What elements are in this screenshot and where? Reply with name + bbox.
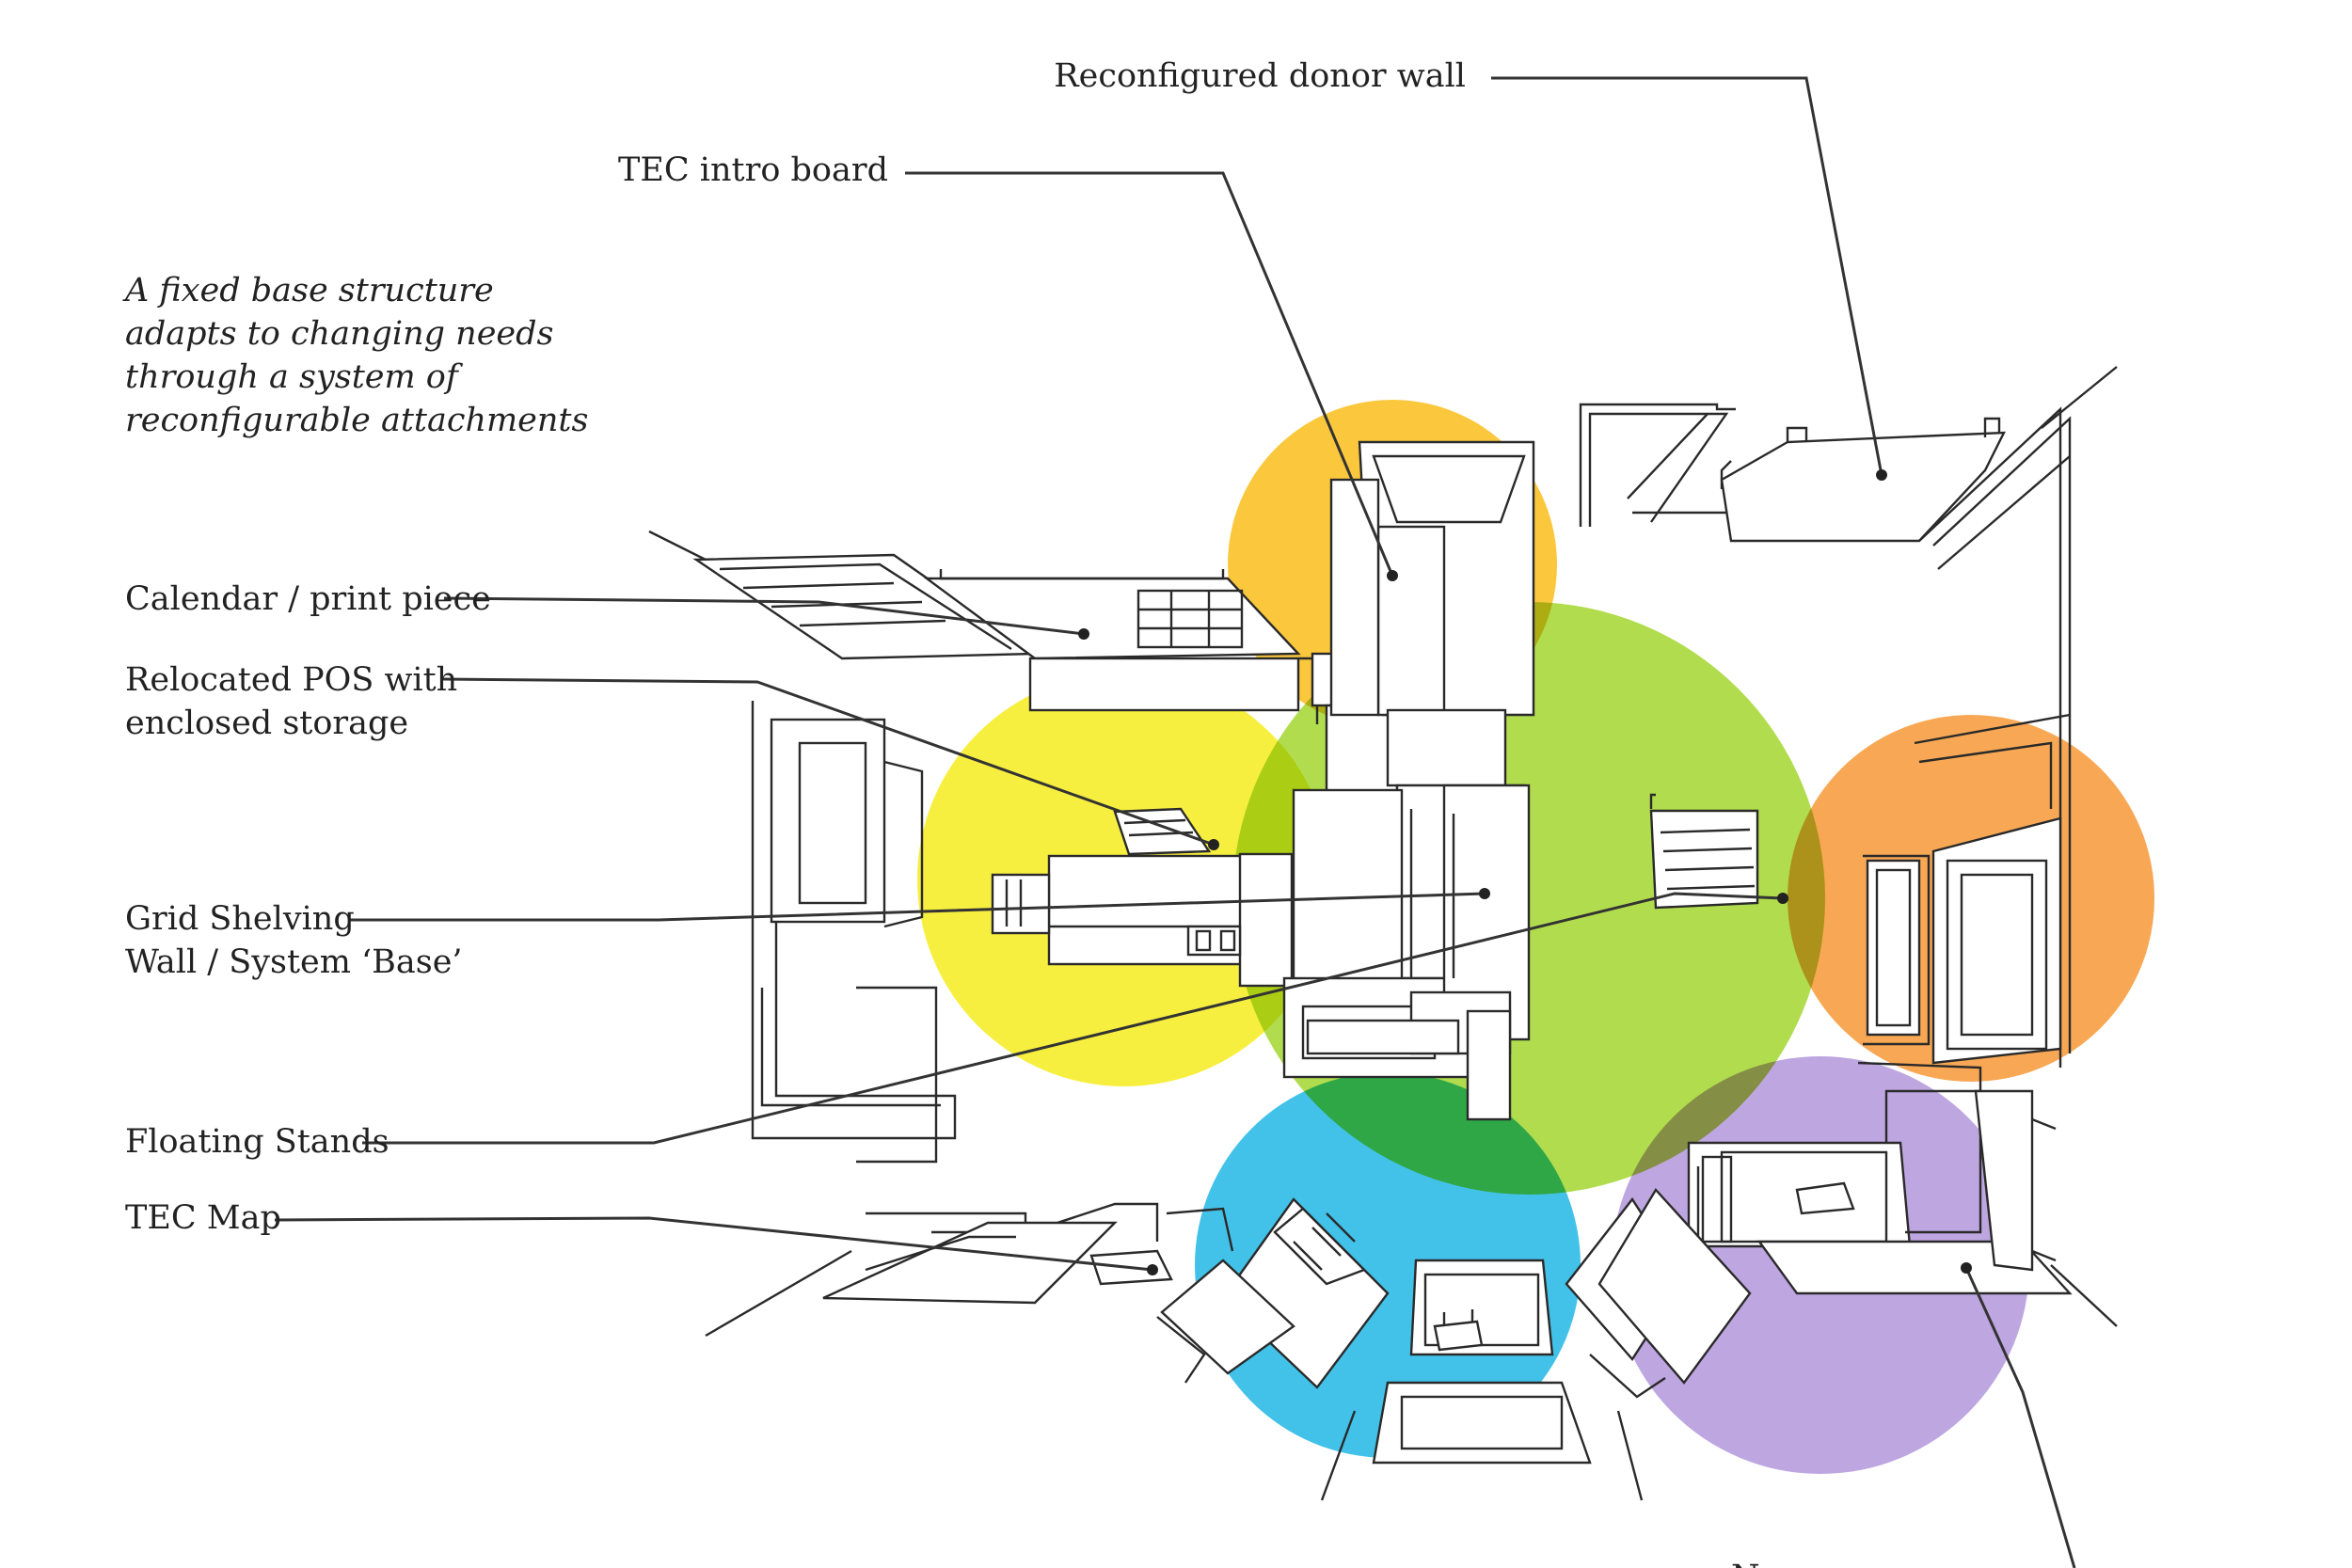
label-floating-stands: Floating Stands [125,1123,389,1161]
leader-donor-wall [1491,76,1883,476]
leader-dot [1147,1264,1158,1275]
label-map: TEC Map [125,1199,281,1237]
leader-dot [1961,1262,1972,1274]
leader-intro-board [905,171,1394,577]
leader-dot [1876,469,1887,481]
leader-map [274,1216,1153,1272]
label-grid-line-1: Grid Shelving [125,900,355,938]
caption-line-2: adapts to changing needs [125,315,554,353]
leader-dot [1208,839,1219,850]
leader-dot [1479,888,1490,899]
label-intro-board: TEC intro board [618,151,888,189]
caption-line-3: through a system of [125,358,464,396]
caption-line-4: reconfigurable attachments [125,402,588,439]
caption-block: A fixed base structure adapts to changin… [122,272,588,439]
leader-dot [1387,570,1398,581]
label-pos-line-1: Relocated POS with [125,661,457,699]
label-grid-line-2: Wall / System ‘Base’ [125,943,463,981]
leader-lines [274,76,2076,1568]
floor-plan-linework [648,366,2118,1501]
callout-labels: Reconfigured donor wall TEC intro board … [125,57,1760,1568]
label-bottom-cut: N [1731,1559,1760,1568]
leader-dot [1777,893,1788,904]
leader-grid-shelving [350,892,1486,922]
leader-bottom-right [1964,1267,2076,1568]
leader-dot [1078,628,1089,640]
label-donor-wall: Reconfigured donor wall [1054,57,1466,95]
leader-floating-stands [362,892,1784,1145]
label-calendar: Calendar / print piece [125,580,491,618]
caption-line-1: A fixed base structure [122,272,494,309]
leader-pos [441,677,1215,847]
label-pos-line-2: enclosed storage [125,705,408,742]
leader-calendar [443,596,1085,636]
